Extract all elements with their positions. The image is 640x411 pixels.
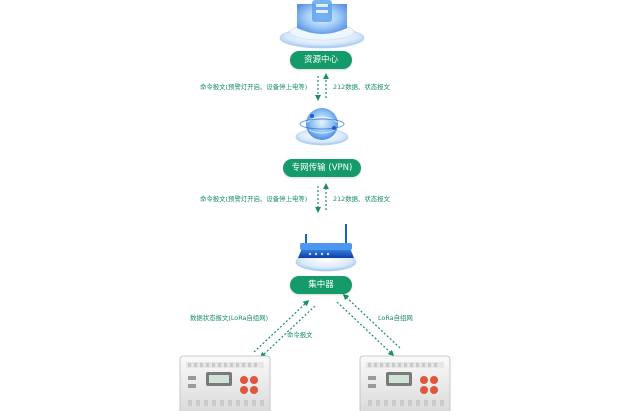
globe-icon (295, 108, 349, 146)
flow-arrows-top (315, 73, 329, 101)
flow-label-left-down: 命令报文 (287, 331, 313, 339)
node-resource-center: 资源中心 (290, 51, 352, 69)
flow-arrows-middle (315, 183, 329, 213)
router-icon (295, 224, 357, 272)
meter-device-icon (359, 355, 451, 411)
flow-arrows-bottom (253, 293, 401, 359)
server-stack-icon (279, 0, 365, 49)
flow-label-right: LoRa自组网 (378, 314, 413, 322)
flow-label-top-down: 命令报文(预警灯开启、设备停上电等) (200, 83, 308, 91)
flow-label-top-up: 212数据、状态报文 (333, 83, 390, 91)
flow-label-left-up: 数据状态报文(LoRa自组网) (190, 314, 269, 322)
flow-label-mid-down: 命令报文(预警灯开启、设备停上电等) (200, 195, 308, 203)
meter-device-icon (179, 355, 271, 411)
node-concentrator: 集中器 (290, 276, 352, 294)
flow-label-mid-up: 212数据、状态报文 (333, 195, 390, 203)
node-vpn-transport: 专网传输 (VPN) (283, 159, 361, 177)
